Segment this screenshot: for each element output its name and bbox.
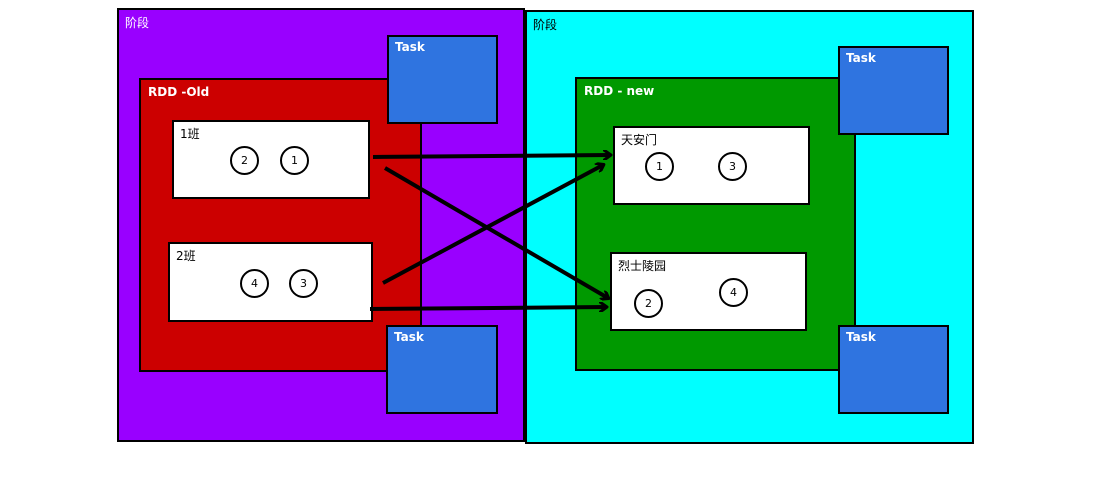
partition-label: 烈士陵园 [618,259,667,273]
record-circle: 4 [240,269,269,298]
record-circle: 4 [719,278,748,307]
partition-class-1: 1班 2 1 [172,120,370,199]
task-label: Task [394,330,424,344]
record-circle: 3 [718,152,747,181]
task-label: Task [395,40,425,54]
partition-label: 天安门 [621,133,658,147]
partition-martyrs-cemetery: 烈士陵园 2 4 [610,252,807,331]
stage-left-label: 阶段 [125,16,150,30]
record-circle: 2 [230,146,259,175]
partition-label: 1班 [180,127,200,141]
task-label: Task [846,330,876,344]
stage-right-label: 阶段 [533,18,558,32]
record-circle: 1 [645,152,674,181]
record-circle: 1 [280,146,309,175]
rdd-old-label: RDD -Old [148,85,210,99]
record-circle: 2 [634,289,663,318]
rdd-new-label: RDD - new [584,84,655,98]
task-box: Task [386,325,498,414]
task-label: Task [846,51,876,65]
partition-tiananmen: 天安门 1 3 [613,126,810,205]
partition-label: 2班 [176,249,196,263]
task-box: Task [838,325,949,414]
record-circle: 3 [289,269,318,298]
partition-class-2: 2班 4 3 [168,242,373,322]
task-box: Task [387,35,498,124]
task-box: Task [838,46,949,135]
